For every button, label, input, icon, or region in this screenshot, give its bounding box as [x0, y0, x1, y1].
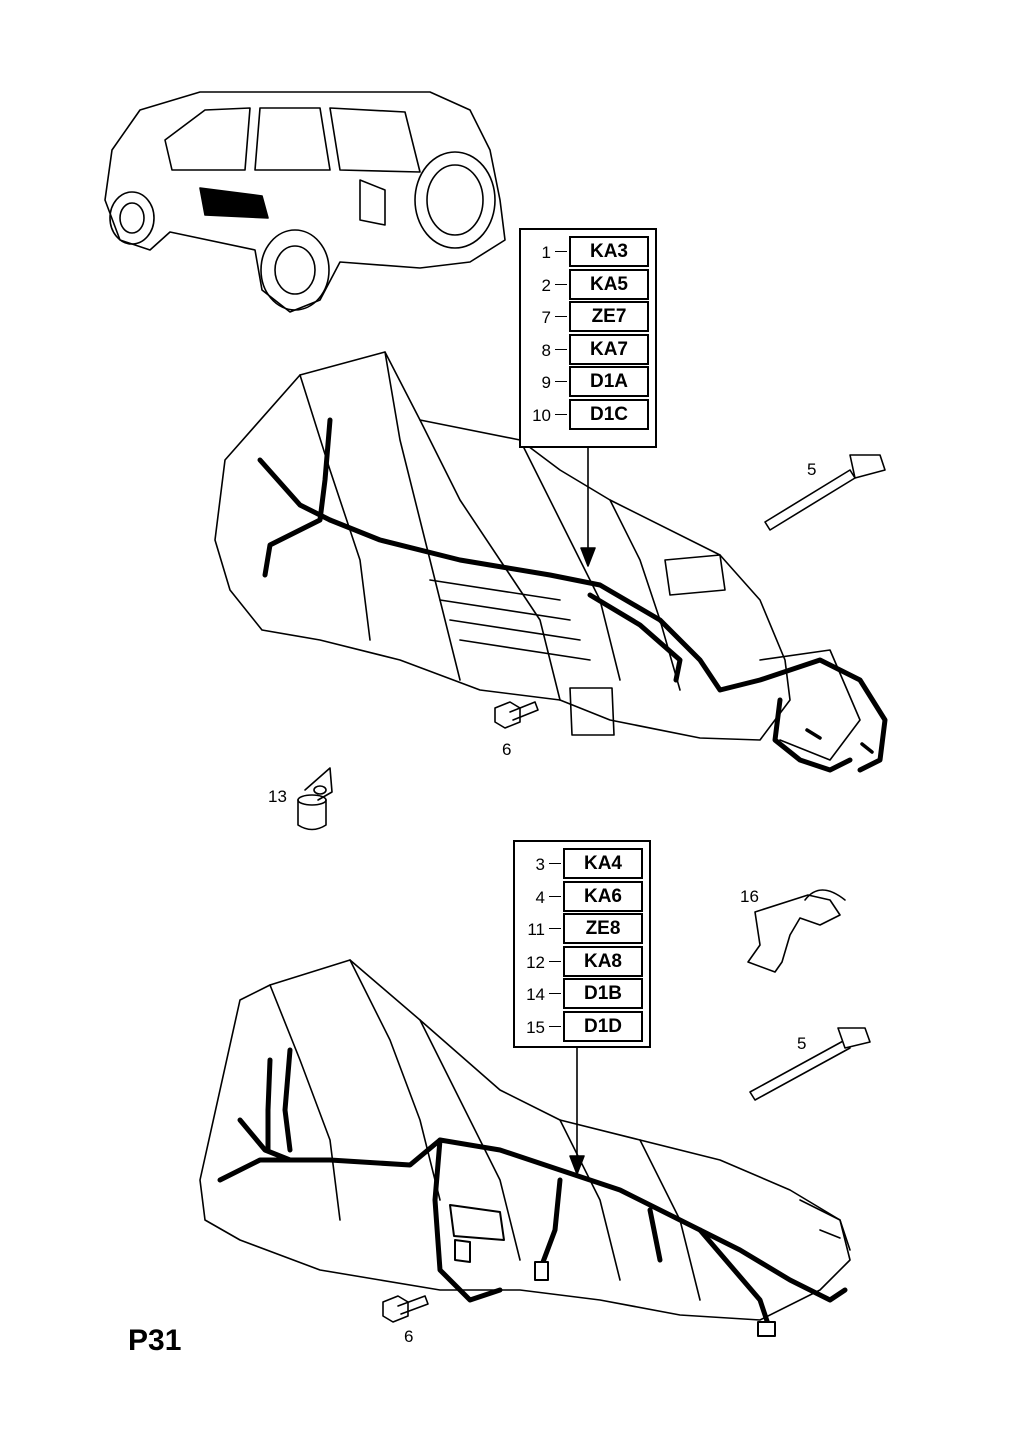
- lower-code-row: 11 ZE8: [515, 913, 649, 945]
- part-code: ZE7: [569, 301, 649, 333]
- upper-code-table: 1 KA3 2 KA5 7 ZE7 8 KA7 9 D1A 10 D1C: [519, 228, 657, 448]
- callout-lower-cable-tie: 5: [797, 1034, 807, 1053]
- callout-number: 11: [527, 920, 545, 940]
- callout-number: 2: [541, 275, 551, 295]
- upper-code-row: 7 ZE7: [521, 301, 655, 333]
- lower-gearbox-outline: [199, 959, 851, 1321]
- part-code: ZE8: [563, 913, 643, 945]
- lower-code-row: 14 D1B: [515, 978, 649, 1010]
- upper-code-row: 9 D1A: [521, 366, 655, 398]
- part-code: D1A: [569, 366, 649, 398]
- leader-line: [549, 863, 561, 864]
- lower-code-row: 15 D1D: [515, 1011, 649, 1042]
- upper-wiring-harness: [257, 417, 888, 773]
- callout-number: 7: [541, 308, 551, 328]
- lower-code-row: 12 KA8: [515, 945, 649, 977]
- leader-line: [549, 993, 561, 995]
- leader-line: [549, 928, 561, 930]
- callout-upper-bolt: 6: [502, 740, 512, 759]
- leader-line: [549, 1026, 561, 1027]
- callout-number: 14: [526, 985, 545, 1005]
- upper-code-row: 8 KA7: [521, 333, 655, 365]
- upper-code-row: 1 KA3: [521, 236, 655, 267]
- part-code: KA5: [569, 268, 649, 300]
- upper-code-row: 10 D1C: [521, 399, 655, 430]
- clip-icon: [747, 889, 846, 973]
- leader-line: [555, 348, 567, 350]
- upper-bolt-icon: [494, 701, 539, 729]
- callout-number: 4: [535, 887, 545, 907]
- leader-line: [549, 960, 561, 962]
- part-code: KA6: [563, 880, 643, 912]
- callout-number: 1: [541, 243, 551, 262]
- upper-cable-tie-icon: [764, 454, 886, 531]
- callout-number: 3: [535, 855, 545, 874]
- lower-code-row: 3 KA4: [515, 848, 649, 879]
- part-code: KA8: [563, 945, 643, 977]
- callout-upper-cable-tie: 5: [807, 460, 817, 479]
- upper-code-row: 2 KA5: [521, 268, 655, 300]
- part-code: D1C: [569, 399, 649, 430]
- callout-plug: 13: [268, 787, 287, 806]
- leader-line: [555, 316, 567, 318]
- callout-number: 8: [541, 340, 551, 360]
- lower-code-table: 3 KA4 4 KA6 11 ZE8 12 KA8 14 D1B 15 D1D: [513, 840, 651, 1048]
- part-code: KA3: [569, 236, 649, 267]
- leader-line: [549, 895, 561, 897]
- lower-wiring-harness: [217, 1047, 848, 1333]
- lower-code-row: 4 KA6: [515, 880, 649, 912]
- callout-number: 12: [526, 952, 545, 972]
- callout-number: 10: [532, 406, 551, 425]
- leader-line: [555, 283, 567, 285]
- leader-line: [555, 381, 567, 383]
- callout-number: 15: [526, 1018, 545, 1037]
- callout-lower-bolt: 6: [404, 1327, 414, 1346]
- page-code: P31: [128, 1324, 182, 1357]
- leader-line: [555, 414, 567, 415]
- callout-clip: 16: [740, 887, 759, 906]
- vehicle-locator-icon: [104, 91, 506, 313]
- leader-line: [555, 251, 567, 252]
- lower-cable-tie-icon: [749, 1027, 871, 1101]
- part-code: D1D: [563, 1011, 643, 1042]
- part-code: KA4: [563, 848, 643, 879]
- part-code: KA7: [569, 333, 649, 365]
- lower-bolt-icon: [382, 1295, 429, 1323]
- part-code: D1B: [563, 978, 643, 1010]
- callout-number: 9: [541, 373, 551, 393]
- plug-icon: [297, 767, 333, 831]
